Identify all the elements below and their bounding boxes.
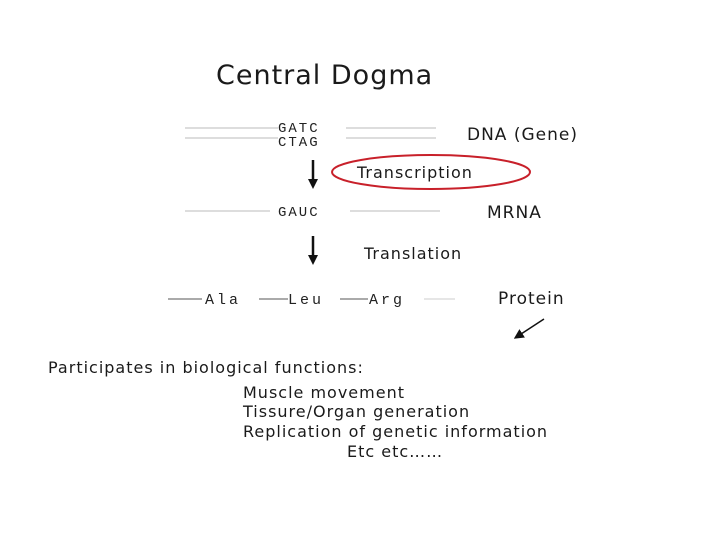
dna-strand-top: GATC bbox=[278, 121, 320, 137]
mrna-label: MRNA bbox=[487, 203, 542, 223]
dna-strand-bottom: CTAG bbox=[278, 135, 320, 151]
function-item-3: Replication of genetic information bbox=[243, 422, 548, 441]
protein-residue-1: Ala bbox=[205, 292, 241, 309]
diagonal-arrow-icon bbox=[513, 318, 545, 339]
function-item-2: Tissure/Organ generation bbox=[242, 402, 470, 421]
translation-label: Translation bbox=[363, 244, 462, 263]
protein-residue-3: Arg bbox=[369, 292, 405, 309]
function-item-4: Etc etc…… bbox=[347, 442, 443, 461]
transcription-label: Transcription bbox=[356, 163, 473, 182]
protein-label: Protein bbox=[498, 289, 565, 309]
function-item-1: Muscle movement bbox=[243, 383, 405, 402]
functions-heading: Participates in biological functions: bbox=[48, 358, 364, 377]
protein-residue-2: Leu bbox=[288, 292, 324, 309]
mrna-sequence: GAUC bbox=[278, 205, 320, 221]
transcription-highlight-oval bbox=[331, 154, 531, 190]
dna-label: DNA (Gene) bbox=[467, 125, 578, 145]
page-title: Central Dogma bbox=[216, 60, 433, 91]
